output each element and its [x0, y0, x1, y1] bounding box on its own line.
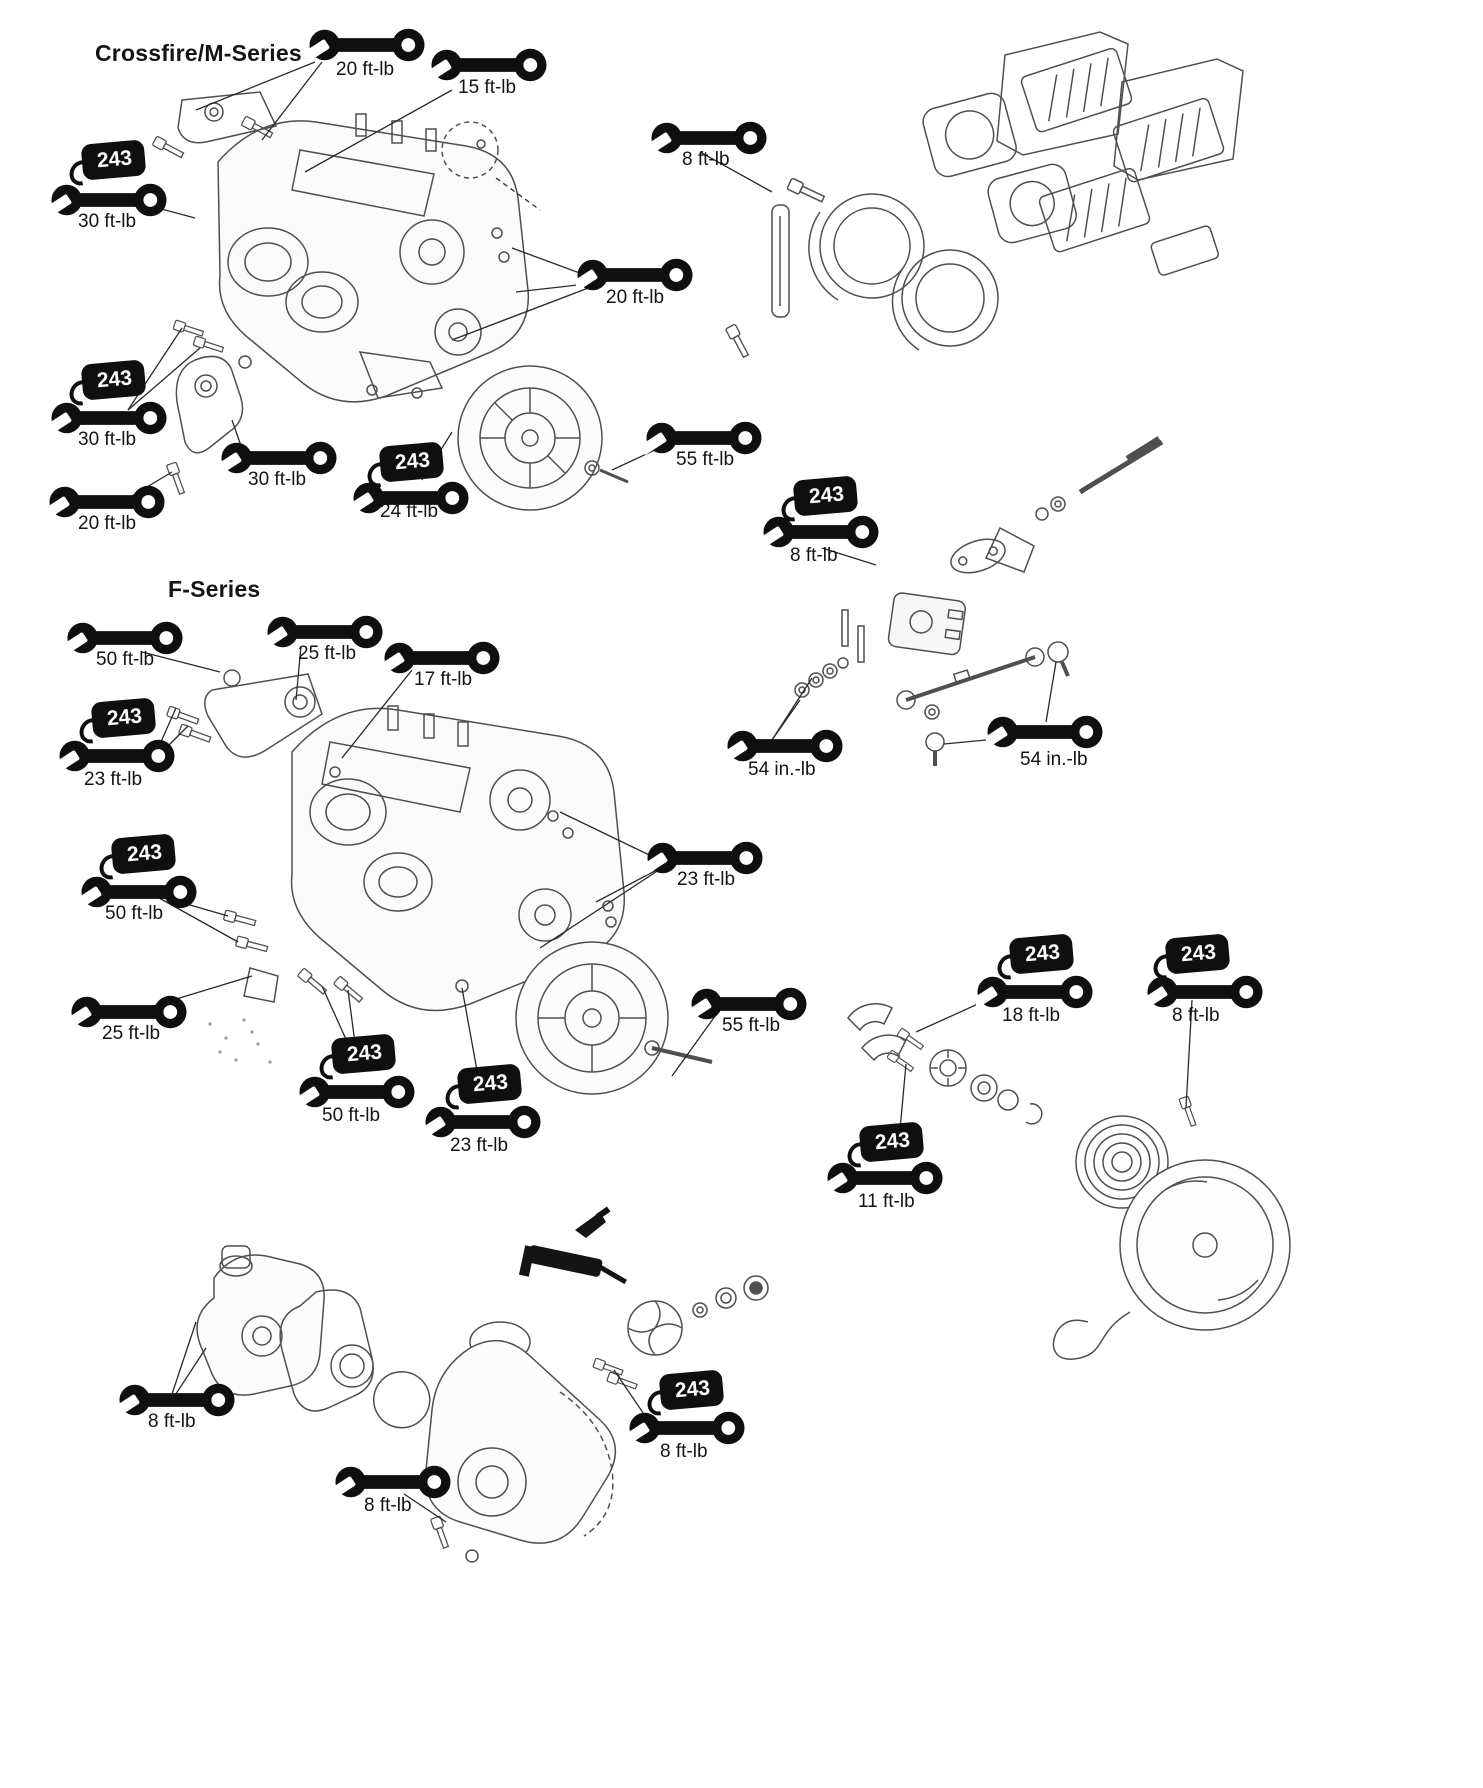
torque-value-label: 18 ft-lb [1002, 1005, 1061, 1026]
torque-value-label: 11 ft-lb [858, 1191, 915, 1212]
torque-value-label: 20 ft-lb [606, 287, 665, 308]
loctite-243-tag: 243 [456, 1063, 523, 1105]
torque-value-label: 8 ft-lb [790, 545, 838, 566]
water-pump-illustration [196, 1206, 769, 1563]
torque-value-label: 30 ft-lb [78, 211, 137, 232]
torque-value-label: 23 ft-lb [677, 869, 736, 890]
torque-value-label: 50 ft-lb [105, 903, 164, 924]
torque-value-label: 55 ft-lb [722, 1015, 781, 1036]
torque-value-label: 25 ft-lb [102, 1023, 161, 1044]
torque-value-label: 24 ft-lb [380, 501, 439, 522]
loctite-243-tag: 243 [330, 1033, 397, 1075]
loctite-243-tag: 243 [792, 475, 859, 517]
loctite-243-tag: 243 [1008, 933, 1075, 975]
torque-value-label: 15 ft-lb [458, 77, 517, 98]
torque-value-label: 20 ft-lb [336, 59, 395, 80]
loctite-243-tag: 243 [378, 441, 445, 483]
torque-value-label: 25 ft-lb [298, 643, 357, 664]
loctite-243-tag: 243 [90, 697, 157, 739]
torque-value-label: 8 ft-lb [660, 1441, 708, 1462]
torque-value-label: 30 ft-lb [248, 469, 307, 490]
loctite-243-label: 243 [106, 704, 143, 731]
torque-value-label: 50 ft-lb [322, 1105, 381, 1126]
section-title-crossfire: Crossfire/M-Series [95, 40, 302, 66]
loctite-243-label: 243 [1024, 940, 1061, 967]
loctite-243-label: 243 [96, 146, 133, 173]
loctite-243-label: 243 [472, 1070, 509, 1097]
clutch-parts-illustration [847, 1003, 1043, 1125]
throttle-body-illustration [724, 31, 1244, 360]
torque-value-label: 54 in.-lb [748, 759, 816, 780]
loctite-243-tag: 243 [858, 1121, 925, 1163]
loctite-243-label: 243 [394, 448, 431, 475]
loctite-243-tag: 243 [658, 1369, 725, 1411]
loctite-243-label: 243 [874, 1128, 911, 1155]
section-title-f-series: F-Series [168, 576, 261, 602]
loctite-243-label: 243 [1180, 940, 1217, 967]
loctite-243-tag: 243 [1164, 933, 1231, 975]
torque-value-label: 20 ft-lb [78, 513, 137, 534]
recoil-starter-illustration [1052, 1095, 1291, 1360]
torque-value-label: 54 in.-lb [1020, 749, 1088, 770]
loctite-243-tag: 243 [80, 359, 147, 401]
crossfire-engine-illustration [151, 91, 629, 511]
loctite-243-label: 243 [808, 482, 845, 509]
torque-value-label: 50 ft-lb [96, 649, 155, 670]
loctite-243-label: 243 [346, 1040, 383, 1067]
torque-value-label: 8 ft-lb [1172, 1005, 1220, 1026]
loctite-243-label: 243 [126, 840, 163, 867]
loctite-243-tag: 243 [80, 139, 147, 181]
oil-pump-illustration [794, 436, 1164, 766]
torque-value-label: 8 ft-lb [148, 1411, 196, 1432]
torque-wrench-icon [986, 712, 1104, 752]
torque-value-label: 23 ft-lb [84, 769, 143, 790]
torque-value-label: 55 ft-lb [676, 449, 735, 470]
f-series-engine-illustration [165, 669, 713, 1095]
torque-value-label: 8 ft-lb [364, 1495, 412, 1516]
torque-value-label: 17 ft-lb [414, 669, 473, 690]
torque-value-label: 23 ft-lb [450, 1135, 509, 1156]
loctite-243-label: 243 [96, 366, 133, 393]
loctite-243-label: 243 [674, 1376, 711, 1403]
torque-value-label: 8 ft-lb [682, 149, 730, 170]
torque-value-label: 30 ft-lb [78, 429, 137, 450]
loctite-243-tag: 243 [110, 833, 177, 875]
